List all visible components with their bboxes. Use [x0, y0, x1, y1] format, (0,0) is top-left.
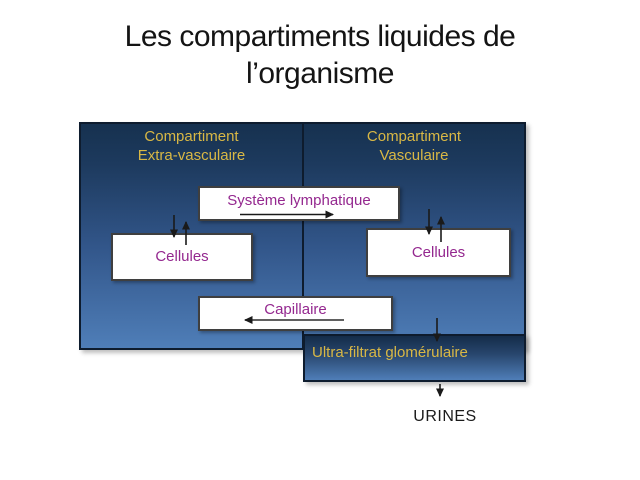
- extra-vascular-label-line2: Extra-vasculaire: [137, 147, 246, 164]
- vascular-label-line1: Compartiment: [366, 128, 462, 145]
- compartment-divider: [302, 124, 304, 348]
- cells-left-label: Cellules: [155, 248, 209, 265]
- capillary-box: Capillaire: [198, 296, 393, 331]
- slide-title-line1: Les compartiments liquides de: [124, 20, 516, 53]
- lymphatic-system-label: Système lymphatique: [227, 192, 371, 209]
- extra-vascular-label-line1: Compartiment: [144, 128, 239, 145]
- vascular-compartment-label: Compartiment Vasculaire: [304, 127, 524, 165]
- extra-vascular-compartment-label: Compartiment Extra-vasculaire: [81, 127, 302, 165]
- slide-title-line2: l’organisme: [246, 57, 394, 90]
- ultrafiltrate-label: Ultra-filtrat glomérulaire: [312, 344, 468, 361]
- cells-box-extravascular: Cellules: [111, 233, 253, 281]
- lymphatic-system-box: Système lymphatique: [198, 186, 400, 221]
- capillary-label: Capillaire: [264, 301, 327, 318]
- slide-title: Les compartiments liquides de l’organism…: [0, 18, 640, 92]
- cells-box-vascular: Cellules: [366, 228, 511, 277]
- ultrafiltrate-box: Ultra-filtrat glomérulaire: [303, 334, 526, 382]
- urines-label: URINES: [413, 408, 477, 425]
- vascular-label-line2: Vasculaire: [379, 147, 449, 164]
- cells-right-label: Cellules: [411, 244, 466, 261]
